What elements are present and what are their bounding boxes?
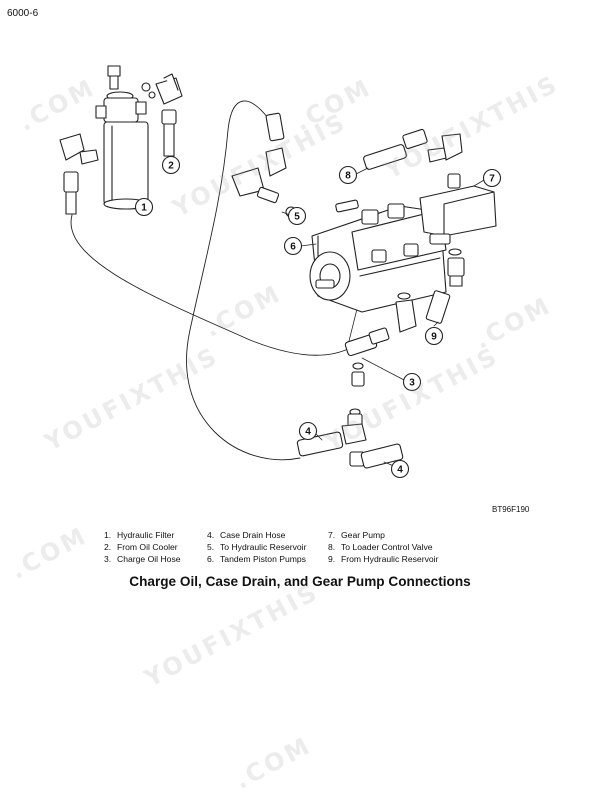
- filter-inlet-fittings: [59, 133, 99, 215]
- svg-text:4: 4: [305, 427, 311, 438]
- pump-to-hose-leader: [347, 304, 359, 346]
- callout-6: 6: [283, 236, 317, 256]
- hydraulic-filter: [95, 65, 183, 210]
- gear-pump: [419, 173, 497, 245]
- legend-column-2: 4.Case Drain Hose 5.To Hydraulic Reservo…: [207, 529, 328, 566]
- watermark: .COM: [230, 731, 317, 795]
- legend-column-1: 1.Hydraulic Filter 2.From Oil Cooler 3.C…: [104, 529, 207, 566]
- callout-9: 9: [424, 321, 444, 346]
- callout-1: 1: [134, 197, 154, 217]
- legend-item: 1.Hydraulic Filter: [104, 530, 175, 540]
- svg-text:2: 2: [168, 161, 174, 172]
- svg-text:4: 4: [397, 465, 403, 476]
- page-number: 6000-6: [7, 8, 39, 19]
- svg-text:9: 9: [431, 332, 437, 343]
- figure-legend: 1.Hydraulic Filter 2.From Oil Cooler 3.C…: [104, 529, 458, 566]
- legend-item: 6.Tandem Piston Pumps: [207, 554, 306, 565]
- oil-cooler-fitting: [161, 109, 177, 157]
- legend-item: 9.From Hydraulic Reservoir: [328, 554, 439, 565]
- svg-text:3: 3: [409, 378, 415, 389]
- hydraulic-connections-diagram: 1 2 3 4 4 5 6 7 8 9: [59, 65, 502, 479]
- charge-hose-line: [70, 214, 351, 356]
- legend-item: 4.Case Drain Hose: [207, 530, 286, 540]
- figure-code: BT96F190: [492, 505, 530, 514]
- legend-column-3: 7.Gear Pump 8.To Loader Control Valve 9.…: [328, 529, 458, 566]
- svg-text:8: 8: [345, 171, 351, 182]
- svg-text:7: 7: [489, 174, 495, 185]
- callout-2: 2: [161, 155, 181, 175]
- callout-4-upper: 4: [298, 421, 323, 441]
- callout-8: 8: [338, 165, 369, 185]
- loader-valve-fittings: [335, 128, 463, 213]
- callout-3: 3: [361, 357, 422, 392]
- legend-item: 3.Charge Oil Hose: [104, 554, 181, 565]
- legend-item: 8.To Loader Control Valve: [328, 542, 433, 553]
- svg-text:6: 6: [290, 242, 296, 253]
- watermark: YOUFIXTHIS: [140, 577, 324, 693]
- callout-7: 7: [473, 168, 502, 188]
- figure-caption: Charge Oil, Case Drain, and Gear Pump Co…: [129, 574, 471, 589]
- svg-text:1: 1: [141, 203, 147, 214]
- case-drain-fittings: [231, 112, 297, 218]
- reservoir-fittings: [395, 248, 465, 333]
- charge-hose-end: [344, 327, 390, 387]
- legend-item: 7.Gear Pump: [328, 530, 385, 540]
- legend-item: 2.From Oil Cooler: [104, 542, 178, 553]
- callout-4-lower: 4: [383, 459, 410, 479]
- tandem-piston-pumps: [309, 203, 447, 313]
- drain-hose-line: [186, 100, 301, 461]
- callout-5: 5: [281, 206, 307, 226]
- legend-item: 5.To Hydraulic Reservoir: [207, 542, 307, 553]
- svg-text:5: 5: [294, 212, 300, 223]
- case-drain-hose-ends: [296, 408, 404, 469]
